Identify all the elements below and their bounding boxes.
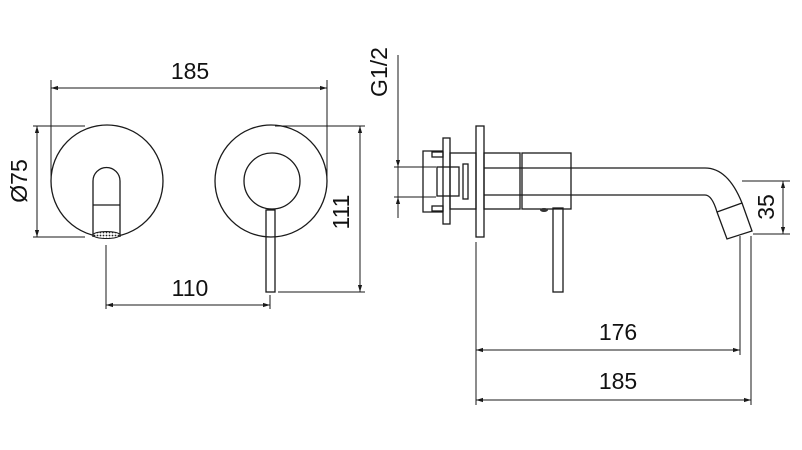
- nozzle-band: [716, 202, 743, 213]
- dimension-spout-projection: 176: [599, 319, 637, 345]
- mounting-flange: [442, 137, 451, 225]
- side-view: G1/2 35 176 185: [366, 47, 790, 405]
- spout-front: [92, 166, 121, 237]
- mixer-body: [521, 152, 572, 210]
- wall-plate-side: [475, 125, 485, 238]
- dimension-plate-diameter: Ø75: [6, 159, 32, 202]
- nut: [462, 163, 469, 200]
- lever-hub: [243, 152, 301, 210]
- front-view: 185 Ø75 111 110: [6, 58, 365, 309]
- dimension-overall-width: 185: [171, 58, 209, 84]
- valve-bracket: [422, 150, 443, 213]
- valve-cartridge: [436, 166, 460, 197]
- dimension-overall-depth: 185: [599, 368, 637, 394]
- spout-wall-plate: [50, 124, 164, 238]
- lever-side: [552, 207, 564, 293]
- dimension-height: 111: [328, 195, 354, 230]
- dimension-spout-to-lever: 110: [172, 275, 209, 301]
- body-sleeve: [483, 152, 521, 210]
- dimension-thread: G1/2: [366, 47, 392, 97]
- aerator: [92, 231, 121, 239]
- dimension-outlet-height: 35: [753, 194, 779, 220]
- mixer-wall-plate: [214, 124, 328, 238]
- lever-handle: [265, 209, 276, 293]
- spout-side: [484, 167, 753, 240]
